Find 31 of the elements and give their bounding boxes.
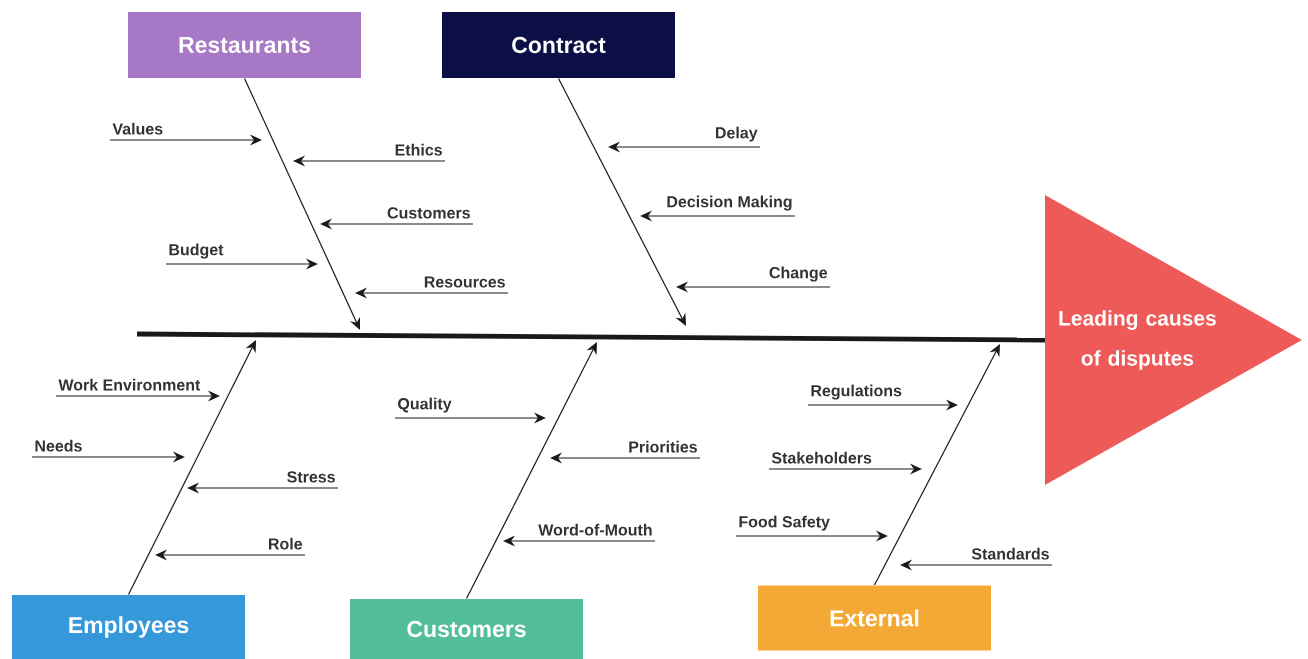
arrow [557, 77, 686, 326]
category-box: Restaurants [128, 12, 361, 78]
cause-label: Stress [287, 471, 335, 483]
cause-label: Stakeholders [771, 451, 872, 464]
cause-label: Role [269, 537, 303, 550]
cause-label: Work Environment [58, 378, 201, 391]
cause-label: Regulations [811, 384, 902, 400]
cause-label: Food Safety [739, 515, 830, 531]
cause-label: Decision Making [667, 195, 792, 211]
cause-label: Word-of-Mouth [538, 523, 652, 536]
arrow [873, 344, 1000, 586]
category-box: Contract [442, 12, 675, 78]
category-box: External [758, 585, 991, 651]
cause-label: Standards [971, 547, 1049, 560]
effect-triangle: Leading causes of disputes [1045, 195, 1302, 485]
cause-label: Resources [424, 276, 505, 288]
cause-label: Delay [715, 126, 758, 142]
category-box: Employees [12, 595, 245, 659]
cause-label: Quality [398, 397, 452, 413]
arrow [465, 342, 597, 600]
cause-label: Values [112, 122, 163, 135]
category-box: Customers [350, 599, 583, 659]
cause-label: Customers [387, 207, 470, 219]
arrow [127, 340, 256, 596]
cause-label: Needs [35, 439, 82, 452]
cause-label: Budget [169, 243, 224, 259]
cause-label: Change [769, 266, 828, 282]
cause-label: Ethics [395, 143, 442, 156]
cause-label: Priorities [629, 440, 697, 453]
arrow [243, 77, 361, 330]
spine-line [137, 331, 1045, 343]
